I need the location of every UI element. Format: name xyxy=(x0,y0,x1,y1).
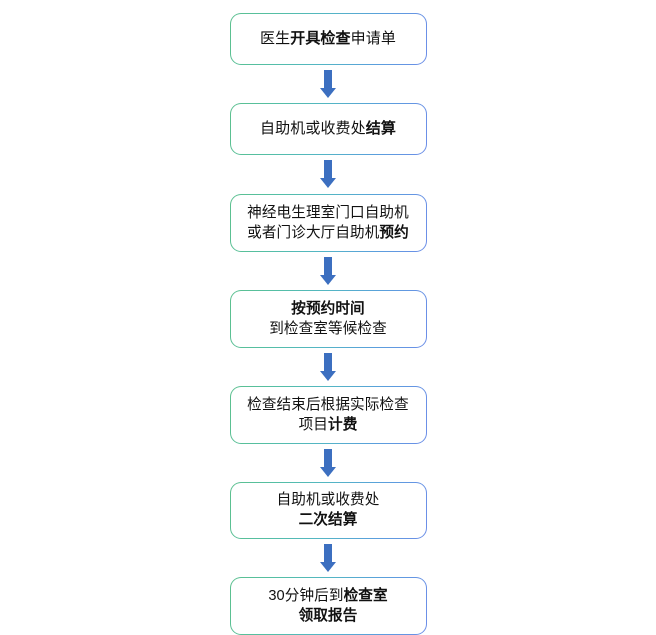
text-plain: 医生 xyxy=(260,30,291,48)
arrow-shaft xyxy=(324,69,332,89)
text-emphasis: 二次结算 xyxy=(298,512,358,529)
text-plain: 项目 xyxy=(298,416,328,433)
flow-node-step-3[interactable]: 神经电生理室门口自助机 或者门诊大厅自助机预约 xyxy=(230,194,427,252)
flow-connector-2 xyxy=(313,155,343,195)
down-arrow-icon xyxy=(320,352,337,381)
flow-node-line: 按预约时间 xyxy=(291,299,364,319)
flow-node-line: 30分钟后到检查室 xyxy=(268,586,387,606)
arrow-head xyxy=(320,178,336,189)
down-arrow-icon xyxy=(320,257,337,286)
flow-node-line: 到检查室等候检查 xyxy=(269,319,387,339)
text-plain: 申请单 xyxy=(350,30,396,48)
arrow-head xyxy=(320,370,336,381)
arrow-shaft xyxy=(324,352,332,372)
arrow-shaft xyxy=(324,160,332,180)
text-plain: 自助机或收费处 xyxy=(260,119,366,137)
down-arrow-icon xyxy=(320,69,337,98)
flow-connector-3 xyxy=(313,252,343,290)
text-emphasis: 预约 xyxy=(379,225,409,242)
arrow-shaft xyxy=(324,257,332,277)
flow-node-step-2[interactable]: 自助机或收费处结算 xyxy=(230,103,427,155)
flow-connector-1 xyxy=(313,65,343,103)
flow-node-line: 自助机或收费处结算 xyxy=(260,118,396,139)
text-plain: 30分钟后到 xyxy=(268,588,344,605)
arrow-head xyxy=(320,562,336,573)
text-emphasis: 结算 xyxy=(365,119,396,137)
flow-connector-6 xyxy=(313,539,343,577)
text-emphasis: 检查室 xyxy=(343,588,388,605)
text-plain: 神经电生理室门口自助机 xyxy=(247,205,409,222)
text-emphasis: 按预约时间 xyxy=(291,300,365,317)
text-emphasis: 领取报告 xyxy=(298,608,358,625)
flow-node-line: 或者门诊大厅自助机预约 xyxy=(247,223,409,243)
flow-node-line: 神经电生理室门口自助机 xyxy=(247,203,409,223)
flow-connector-5 xyxy=(313,444,343,482)
arrow-shaft xyxy=(324,448,332,468)
flow-connector-4 xyxy=(313,348,343,386)
flow-node-line: 项目计费 xyxy=(299,415,358,435)
flow-node-line: 医生开具检查申请单 xyxy=(260,28,396,49)
flow-node-step-6[interactable]: 自助机或收费处 二次结算 xyxy=(230,482,427,540)
text-emphasis: 开具检查 xyxy=(290,30,351,48)
flow-node-step-5[interactable]: 检查结束后根据实际检查 项目计费 xyxy=(230,386,427,444)
flow-node-step-7[interactable]: 30分钟后到检查室 领取报告 xyxy=(230,577,427,635)
text-plain: 或者门诊大厅自助机 xyxy=(247,225,380,242)
text-plain: 到检查室等候检查 xyxy=(269,321,387,338)
arrow-head xyxy=(320,87,336,98)
down-arrow-icon xyxy=(320,448,337,477)
arrow-shaft xyxy=(324,544,332,564)
arrow-head xyxy=(320,275,336,286)
flow-node-line: 二次结算 xyxy=(299,510,358,530)
text-emphasis: 计费 xyxy=(328,416,358,433)
down-arrow-icon xyxy=(320,160,337,189)
flow-node-line: 自助机或收费处 xyxy=(277,490,380,510)
flow-node-step-4[interactable]: 按预约时间 到检查室等候检查 xyxy=(230,290,427,348)
flow-node-line: 领取报告 xyxy=(299,606,358,626)
flow-node-line: 检查结束后根据实际检查 xyxy=(247,395,409,415)
text-plain: 检查结束后根据实际检查 xyxy=(247,396,409,413)
text-plain: 自助机或收费处 xyxy=(276,492,380,509)
down-arrow-icon xyxy=(320,544,337,573)
arrow-head xyxy=(320,466,336,477)
flow-node-step-1[interactable]: 医生开具检查申请单 xyxy=(230,13,427,65)
